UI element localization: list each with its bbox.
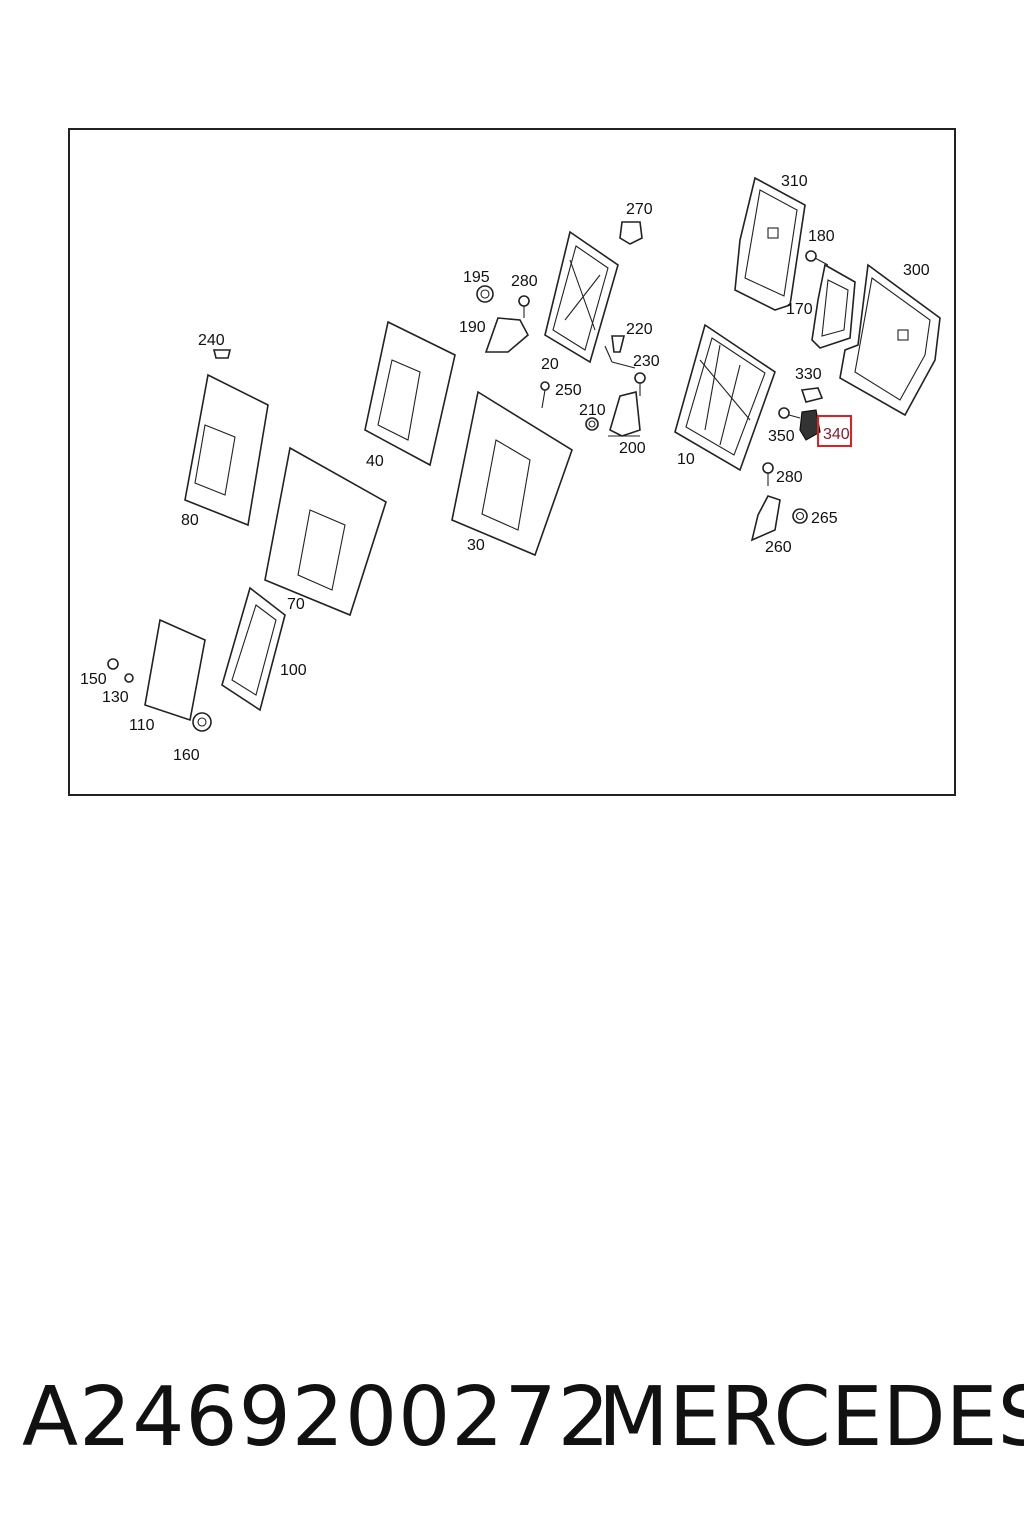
part-110-armrest (144, 618, 206, 722)
part-150-screw (107, 658, 119, 670)
part-340-latch (799, 409, 821, 441)
label-270: 270 (626, 201, 653, 218)
label-70: 70 (287, 596, 305, 613)
label-160: 160 (173, 747, 200, 764)
part-250-pin (540, 381, 550, 409)
part-230-bolt (634, 372, 646, 396)
label-195: 195 (463, 269, 490, 286)
part-10-backrest-frame (674, 323, 776, 472)
label-180: 180 (808, 228, 835, 245)
label-10: 10 (677, 451, 695, 468)
part-200-hinge (609, 391, 641, 437)
label-210: 210 (579, 402, 606, 419)
label-310: 310 (781, 173, 808, 190)
part-210-nut (585, 417, 599, 431)
part-265-ring (792, 508, 808, 524)
part-240-clip (212, 349, 232, 359)
label-250: 250 (555, 382, 582, 399)
part-280-bolt-lower (762, 462, 774, 486)
part-80-cushion (184, 373, 269, 527)
label-170: 170 (786, 301, 813, 318)
part-20-frame (544, 230, 619, 364)
label-80: 80 (181, 512, 199, 529)
part-330-clip (800, 387, 824, 403)
part-190-bracket (484, 317, 530, 353)
part-260-bracket (750, 495, 781, 542)
part-220-pin (611, 335, 626, 353)
leader-220 (604, 345, 613, 363)
part-310-cover (734, 176, 806, 311)
part-number: A2469200272 (22, 1370, 611, 1465)
part-300-back-panel (839, 263, 941, 417)
part-180-screw (805, 250, 829, 266)
part-130-nut (124, 673, 134, 683)
label-330: 330 (795, 366, 822, 383)
part-350-screw (778, 407, 801, 419)
label-20: 20 (541, 356, 559, 373)
label-110: 110 (129, 717, 155, 734)
label-200: 200 (619, 440, 646, 457)
part-280-bolt-upper (518, 295, 530, 318)
part-160-bracket (192, 712, 212, 732)
part-195-ring (476, 285, 494, 303)
label-130: 130 (102, 689, 129, 706)
part-170-bracket (811, 263, 856, 349)
label-280-upper: 280 (511, 273, 538, 290)
label-350: 350 (768, 428, 795, 445)
label-100: 100 (280, 662, 307, 679)
part-100-frame (221, 586, 286, 712)
label-190: 190 (459, 319, 486, 336)
label-300: 300 (903, 262, 930, 279)
label-150: 150 (80, 671, 107, 688)
brand-name: MERCEDES (598, 1370, 1024, 1465)
part-40-cover (364, 320, 456, 467)
part-270-hinge (619, 221, 643, 245)
label-240: 240 (198, 332, 225, 349)
label-340: 340 (823, 426, 850, 443)
label-230: 230 (633, 353, 660, 370)
label-265: 265 (811, 510, 838, 527)
label-260: 260 (765, 539, 792, 556)
label-30: 30 (467, 537, 485, 554)
label-40: 40 (366, 453, 384, 470)
label-280-lower: 280 (776, 469, 803, 486)
part-70-cushion (264, 446, 387, 617)
label-220: 220 (626, 321, 653, 338)
highlight-box-340 (817, 415, 852, 447)
leader-230 (611, 361, 636, 369)
part-30-cover (451, 390, 573, 557)
footer: A2469200272 MERCEDES (0, 1370, 1024, 1470)
